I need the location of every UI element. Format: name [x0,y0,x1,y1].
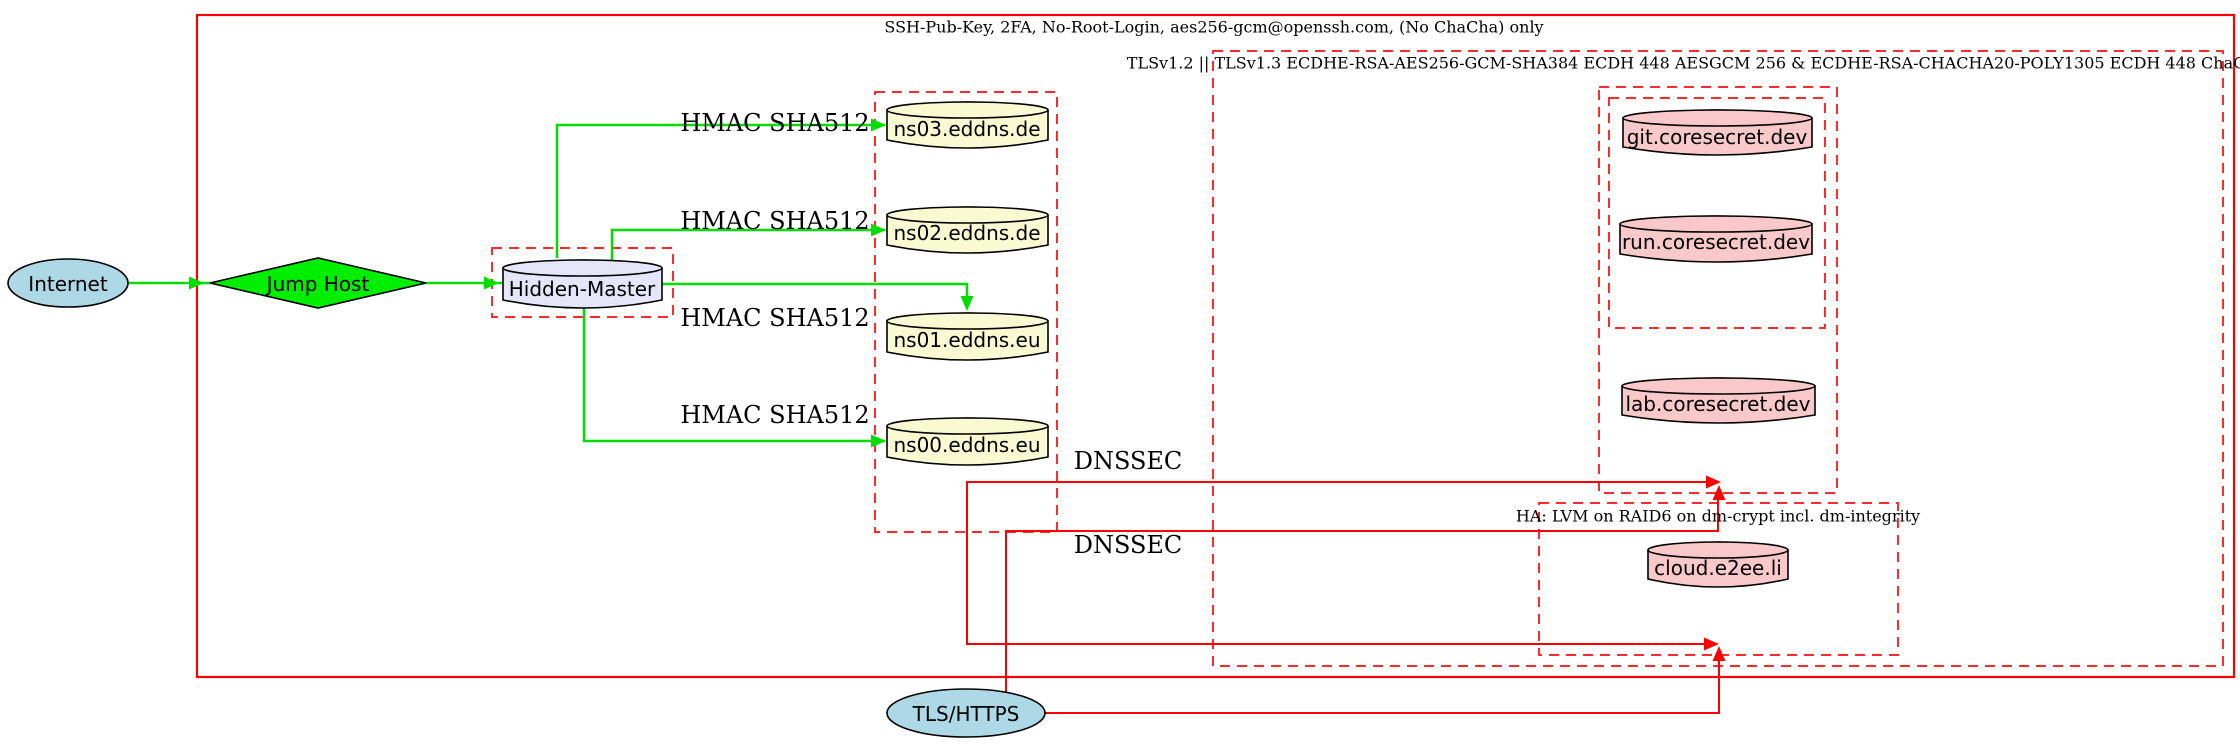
arrowhead-dnssec-ha [1704,637,1719,651]
ns02-cylinder-top [886,206,1049,224]
git-label: git.coresecret.dev [1626,125,1808,149]
tls-https-node-ellipse [886,688,1046,738]
run-label: run.coresecret.dev [1621,230,1811,254]
ns-cluster-box [874,91,1058,533]
hmac-sha512-label-ns02: HMAC SHA512 [680,207,870,235]
lab-cylinder-top [1621,377,1816,395]
git-cylinder-top [1622,109,1813,127]
hmac-sha512-label-ns00: HMAC SHA512 [680,401,870,429]
ns03-label: ns03.eddns.de [893,117,1041,141]
edge-tlshttps-ha [1045,659,1720,714]
ha-cluster-label: HA: LVM on RAID6 on dm-crypt incl. dm-in… [1515,506,1921,526]
ssh-cluster-label: SSH-Pub-Key, 2FA, No-Root-Login, aes256-… [884,17,1544,37]
arrowhead-ns03 [871,118,886,132]
arrowhead-tlshttps-coresecret [1712,485,1726,500]
ssh-cluster-box [195,13,2236,679]
internet-node-ellipse [7,258,129,308]
edge-hiddenmaster-ns00 [582,306,885,443]
arrowhead-ns01 [960,296,974,311]
arrowhead-dnssec-coresecret [1706,475,1721,489]
arrowhead-internet-jumphost [189,276,204,290]
arrowhead-jumphost-hiddenmaster [484,276,499,290]
git-run-cluster-box [1608,97,1826,329]
coresecret-cluster-box [1598,86,1838,494]
hidden-master-cylinder-top [502,259,663,277]
ns00-cylinder-top [886,417,1049,435]
ns02-label: ns02.eddns.de [893,221,1041,245]
hidden-master-label: Hidden-Master [508,277,656,301]
jump-host-node-diamond [209,257,427,309]
hmac-sha512-label-ns03: HMAC SHA512 [680,109,870,137]
cloud-label: cloud.e2ee.li [1654,556,1782,580]
dnssec-label-1: DNSSEC [1073,447,1183,475]
edge-hiddenmaster-ns02 [610,228,885,261]
ns03-cylinder-top [886,101,1049,119]
tls-cluster-label: TLSv1.2 || TLSv1.3 ECDHE-RSA-AES256-GCM-… [1126,53,2240,73]
edge-dnssec-branch [966,481,1707,645]
lab-label: lab.coresecret.dev [1625,392,1811,416]
arrowhead-ns02 [871,223,886,237]
ns01-label: ns01.eddns.eu [893,328,1041,352]
jump-host-label: Jump Host [266,272,370,296]
arrowhead-ns00 [871,434,886,448]
dnssec-label-2: DNSSEC [1073,531,1183,559]
cloud-cylinder-top [1647,541,1789,559]
ns00-label: ns00.eddns.eu [893,433,1041,457]
hmac-sha512-label-ns01: HMAC SHA512 [680,304,870,332]
tls-https-label: TLS/HTTPS [912,702,1020,726]
edge-hiddenmaster-ns03 [555,123,885,258]
internet-label: Internet [28,272,108,296]
run-cylinder-top [1619,215,1813,233]
arrowhead-tlshttps-ha [1712,646,1726,661]
ns01-cylinder-top [886,312,1049,330]
edge-tlshttps-coresecret [1005,499,1719,692]
